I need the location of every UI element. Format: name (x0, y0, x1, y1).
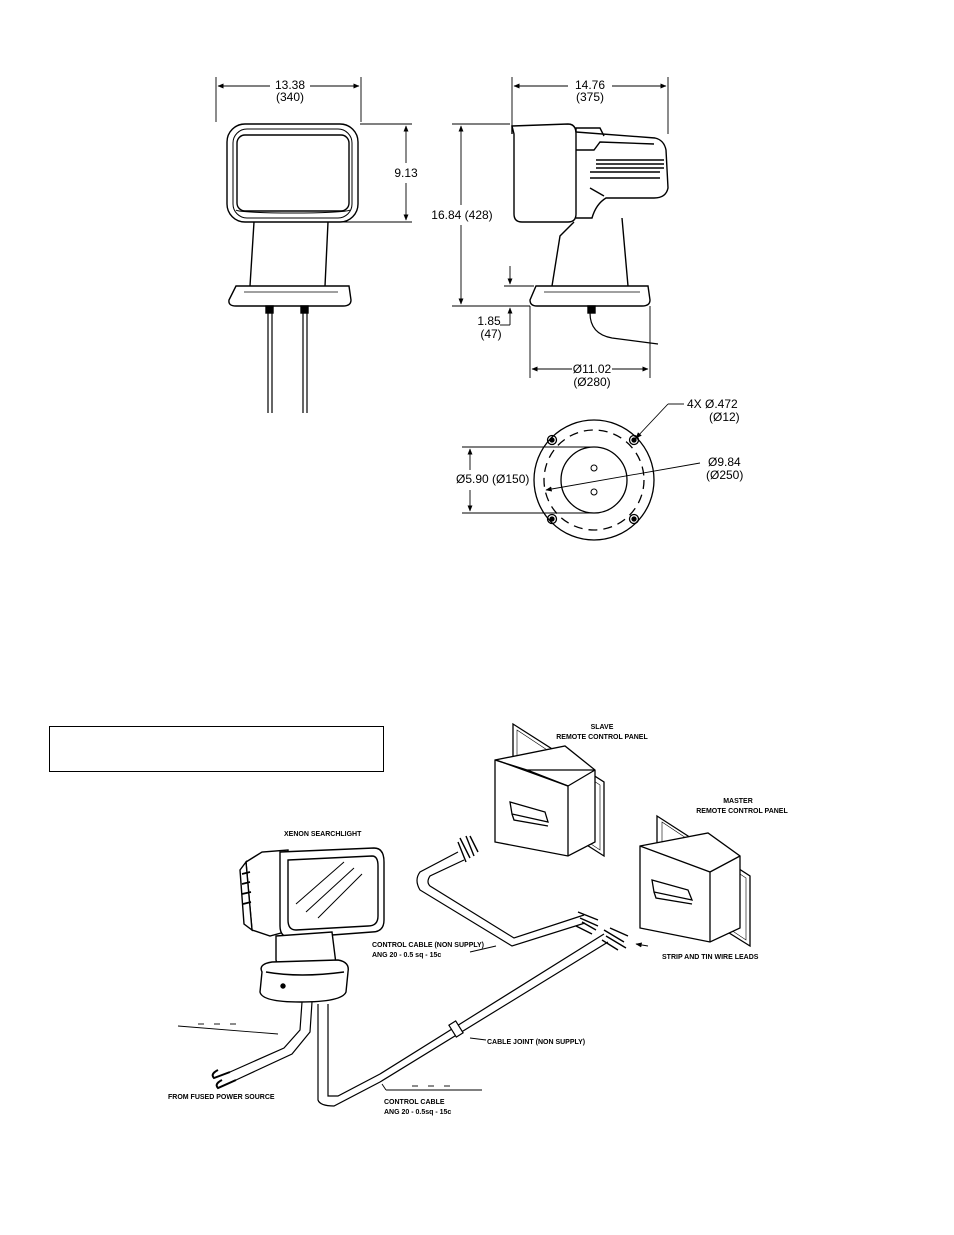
side-housing (575, 131, 669, 219)
side-width-mm-label: (375) (576, 90, 604, 104)
base-height-mm-label: (47) (480, 327, 501, 341)
cable-joint-label: CABLE JOINT (NON SUPPLY) (487, 1039, 585, 1046)
head-height-label: 9.13 (394, 166, 418, 180)
bolt-circle (543, 429, 645, 531)
control-cable-ns-label-2: ANG 20 - 0.5 sq - 15c (372, 952, 441, 959)
searchlight-label: XENON SEARCHLIGHT (284, 831, 362, 838)
front-width-mm-label: (340) (276, 90, 304, 104)
searchlight-illustration (239, 847, 385, 1003)
slave-label-1: SLAVE (591, 724, 614, 731)
front-head (226, 123, 359, 223)
control-cable-label-1: CONTROL CABLE (384, 1099, 445, 1106)
base-diameter-mm-label: (Ø280) (573, 375, 610, 389)
total-height-label: 16.84 (428) (431, 208, 492, 222)
note-box (49, 726, 384, 772)
master-label-1: MASTER (723, 798, 753, 805)
power-source-label: FROM FUSED POWER SOURCE (168, 1094, 275, 1101)
side-base (529, 285, 651, 307)
holes-label: 4X Ø.472 (687, 397, 738, 411)
front-width-label: 13.38 (275, 78, 305, 92)
base-height-label: 1.85 (477, 314, 501, 328)
side-width-label: 14.76 (575, 78, 605, 92)
base-diameter-label: Ø11.02 (573, 362, 612, 376)
strip-tin-label: STRIP AND TIN WIRE LEADS (662, 954, 759, 961)
bolt-circle-label: Ø9.84 (708, 455, 741, 469)
slave-label-2: REMOTE CONTROL PANEL (556, 734, 648, 741)
front-view (226, 123, 359, 413)
front-base (228, 285, 352, 307)
master-label-2: REMOTE CONTROL PANEL (696, 808, 788, 815)
control-cable-ns-label-1: CONTROL CABLE (NON SUPPLY) (372, 942, 484, 949)
holes-mm-label: (Ø12) (709, 410, 740, 424)
cables (211, 835, 629, 1107)
side-view (511, 123, 669, 345)
slave-panel (494, 722, 605, 858)
bolt-circle-mm-label: (Ø250) (706, 468, 743, 482)
side-lens-face (511, 123, 577, 223)
control-cable-label-2: ANG 20 - 0.5sq - 15c (384, 1109, 451, 1116)
master-panel (639, 814, 751, 948)
center-circle-label: Ø5.90 (Ø150) (456, 472, 529, 486)
front-lens (236, 134, 350, 212)
side-cable (589, 312, 659, 345)
center-circle (560, 446, 628, 514)
front-wires (267, 313, 308, 413)
side-stem (551, 217, 629, 287)
base-outer-circle (533, 419, 655, 541)
front-stem (249, 221, 329, 287)
